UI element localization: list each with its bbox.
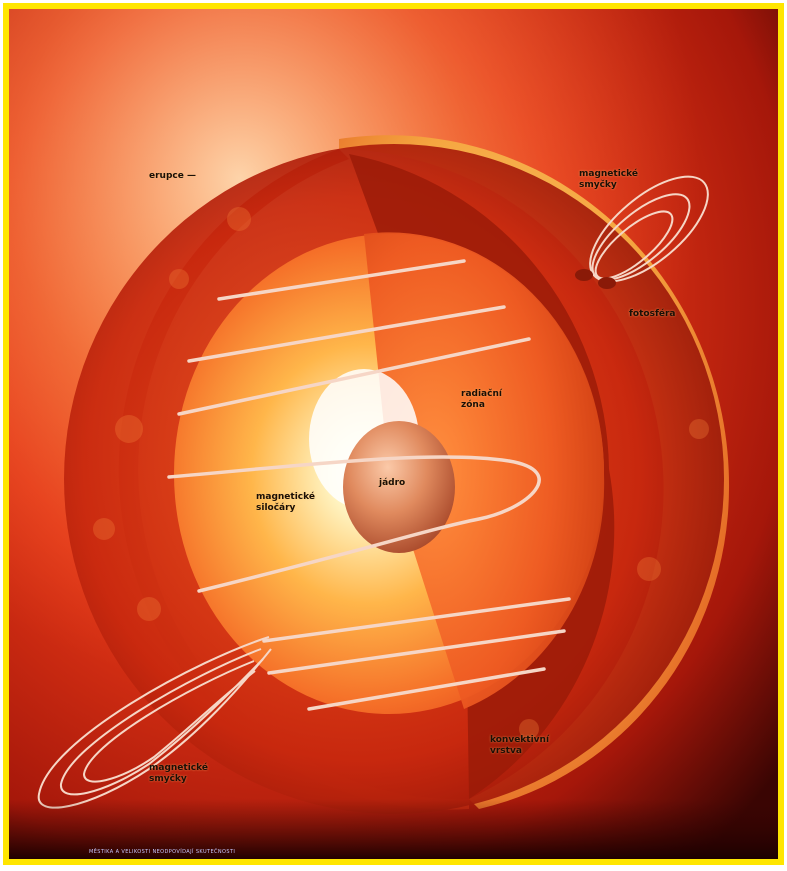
label-erupce: erupce — <box>149 171 196 182</box>
label-magnetic-loops-bottom: magnetické smyčky <box>149 763 208 785</box>
sun-cross-section-diagram: erupce — magnetické smyčky fotosféra rad… <box>9 9 778 859</box>
sunspot <box>598 277 616 289</box>
label-radiative-zone: radiační zóna <box>461 389 502 411</box>
label-magnetic-field-lines: magnetické siločáry <box>256 492 315 514</box>
sunspot <box>575 269 593 281</box>
label-convective-layer: konvektivní vrstva <box>490 735 549 757</box>
label-photosphere: fotosféra <box>629 309 675 320</box>
label-magnetic-loops-top: magnetické smyčky <box>579 169 638 191</box>
label-core: jádro <box>379 478 405 489</box>
sun-illustration <box>9 9 778 859</box>
figure-frame: erupce — magnetické smyčky fotosféra rad… <box>3 3 784 865</box>
footer-note: MĚSTIKA A VELIKOSTI NEODPOVÍDAJÍ SKUTEČN… <box>89 849 235 855</box>
